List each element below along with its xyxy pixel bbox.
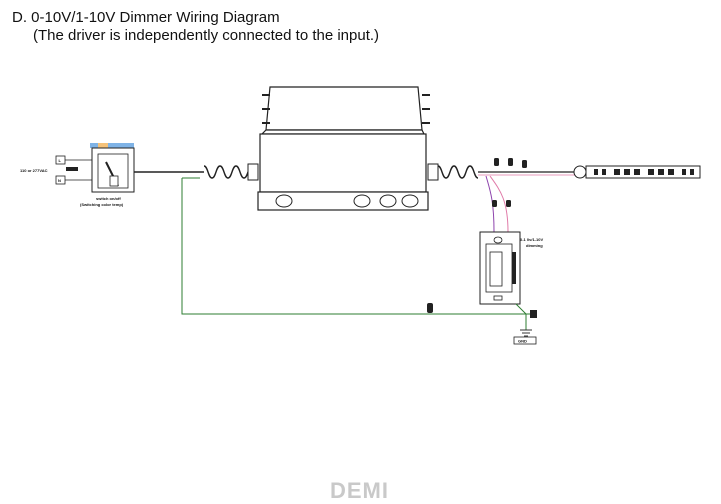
input-voltage-label: 110 or 277VAC bbox=[20, 168, 48, 173]
neutral-label: N bbox=[58, 178, 61, 183]
input-gland-icon bbox=[247, 163, 259, 181]
ground-label-box bbox=[513, 336, 537, 345]
diagram-subtitle: (The driver is independently connected t… bbox=[33, 27, 380, 44]
dim-wire-purple bbox=[485, 175, 495, 233]
line-label: L bbox=[59, 158, 62, 163]
watermark-logo: DEMI bbox=[330, 478, 389, 503]
led-strip-icon bbox=[573, 165, 701, 179]
driver-enclosure bbox=[257, 86, 429, 211]
dimmer-label: 0-1 0v/1-10V bbox=[520, 237, 543, 242]
dim-wire-pink bbox=[489, 175, 509, 233]
ground-wire-nut-icon bbox=[427, 303, 433, 313]
driver-fins bbox=[262, 94, 430, 124]
ground-wire bbox=[181, 177, 532, 330]
output-gland-icon bbox=[427, 163, 439, 181]
dimmer-icon bbox=[479, 231, 521, 305]
dimming-label: dimming bbox=[526, 243, 543, 248]
input-terminal-icon bbox=[66, 167, 78, 171]
knockout-holes bbox=[275, 194, 419, 208]
output-wire-nuts bbox=[494, 158, 527, 168]
switch-note: (Switching color temp) bbox=[80, 202, 124, 207]
dim-wire-nuts bbox=[492, 200, 511, 207]
ground-symbol-icon bbox=[520, 329, 532, 337]
output-cable-coil bbox=[437, 165, 479, 179]
switch-label: switch on/off bbox=[96, 196, 121, 201]
ground-label: GND bbox=[518, 339, 527, 344]
diagram-title: D. 0-10V/1-10V Dimmer Wiring Diagram bbox=[12, 9, 280, 26]
ground-terminal-icon bbox=[530, 310, 537, 318]
switch-icon bbox=[90, 143, 135, 193]
input-cable-coil bbox=[203, 165, 253, 179]
